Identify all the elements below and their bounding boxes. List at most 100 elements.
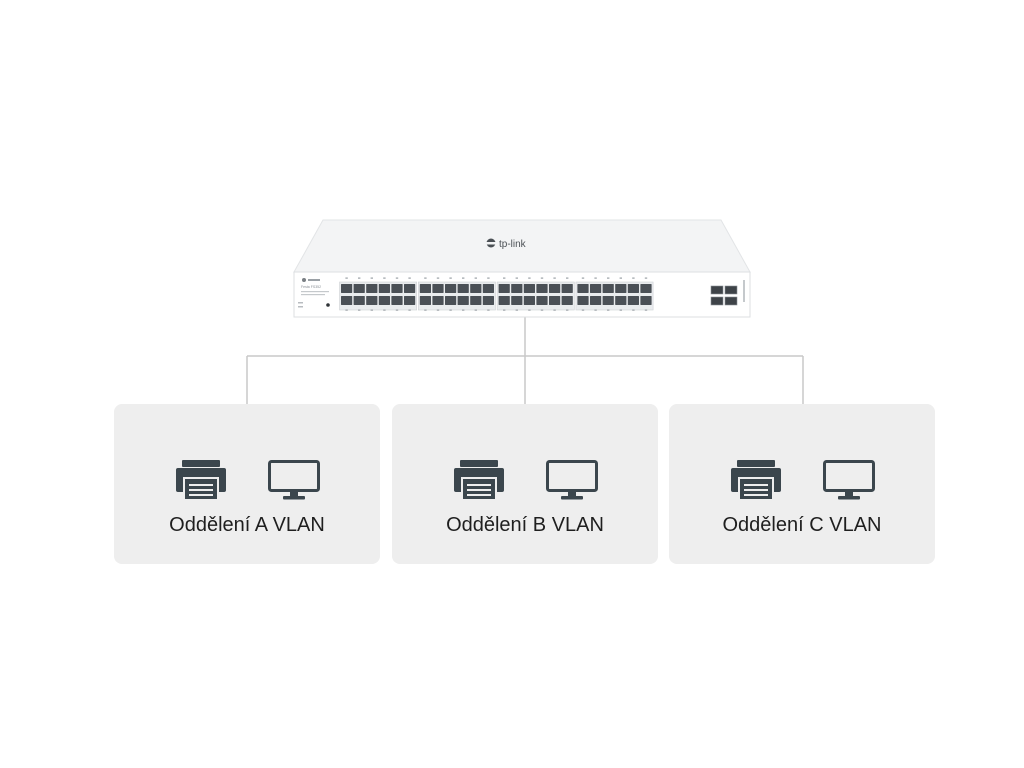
port-led [540, 309, 544, 311]
printer-icon [731, 460, 781, 500]
ethernet-port [640, 284, 652, 293]
device-row [392, 460, 658, 502]
ethernet-port [627, 284, 639, 293]
ethernet-port [498, 296, 510, 305]
printer-icon [176, 460, 226, 500]
ethernet-port [602, 284, 614, 293]
port-block [339, 281, 417, 311]
ethernet-port [482, 284, 494, 293]
ethernet-port [615, 296, 627, 305]
ethernet-port [419, 284, 431, 293]
switch-model: Festa FS352 [301, 285, 321, 289]
ethernet-port [404, 284, 416, 293]
port-led [619, 309, 622, 311]
port-led [581, 277, 585, 279]
side-label [743, 280, 745, 302]
ethernet-port [577, 296, 589, 305]
port-led [383, 277, 386, 279]
ethernet-port [432, 284, 444, 293]
ethernet-port [577, 284, 589, 293]
port-led [395, 277, 399, 279]
ethernet-port [457, 284, 469, 293]
ethernet-ports [339, 277, 654, 311]
ethernet-port [549, 284, 561, 293]
port-led [358, 309, 361, 311]
ethernet-port [615, 284, 627, 293]
ethernet-port [445, 296, 457, 305]
device-row [669, 460, 935, 502]
ethernet-port [627, 296, 639, 305]
ethernet-port [549, 296, 561, 305]
port-led [540, 277, 544, 279]
ethernet-port [523, 284, 535, 293]
ethernet-port [523, 296, 535, 305]
port-block [418, 281, 496, 311]
ethernet-port [536, 296, 548, 305]
ethernet-port [590, 284, 602, 293]
port-led [644, 277, 648, 279]
ethernet-port [432, 296, 444, 305]
ethernet-port [470, 296, 482, 305]
port-led [474, 277, 477, 279]
ethernet-port [353, 284, 365, 293]
ethernet-port [511, 296, 523, 305]
ethernet-port [445, 284, 457, 293]
ethernet-port [482, 296, 494, 305]
port-led [594, 277, 597, 279]
port-led [436, 277, 440, 279]
port-led [462, 309, 465, 311]
sfp-port [710, 285, 724, 295]
port-led [503, 277, 506, 279]
sfp-port [724, 296, 738, 306]
sfp-port [710, 296, 724, 306]
vlan-box-c: Oddělení C VLAN [669, 404, 935, 564]
ethernet-port [391, 284, 403, 293]
port-led [607, 309, 610, 311]
ethernet-port [640, 296, 652, 305]
port-led [503, 309, 506, 311]
ethernet-port [419, 296, 431, 305]
vlan-label: Oddělení A VLAN [169, 514, 325, 536]
vlan-label: Oddělení B VLAN [446, 514, 604, 536]
port-led [436, 309, 440, 311]
port-led [566, 309, 569, 311]
ethernet-port [378, 284, 390, 293]
ethernet-port [511, 284, 523, 293]
ethernet-port [561, 284, 573, 293]
monitor-icon [268, 460, 320, 500]
device-row [114, 460, 380, 502]
ethernet-port [353, 296, 365, 305]
port-led [449, 277, 452, 279]
sfp-port [724, 285, 738, 295]
port-led [632, 277, 635, 279]
ethernet-port [536, 284, 548, 293]
logo-text: tp-link [499, 239, 527, 250]
port-led [370, 277, 373, 279]
port-led [408, 309, 411, 311]
port-led [462, 277, 465, 279]
port-block [575, 281, 654, 311]
port-led [594, 309, 597, 311]
port-led [449, 309, 452, 311]
printer-icon [454, 460, 504, 500]
port-led [487, 309, 490, 311]
vlan-box-a: Oddělení A VLAN [114, 404, 380, 564]
port-led [581, 309, 585, 311]
port-led [370, 309, 373, 311]
port-led [553, 277, 556, 279]
port-block [496, 281, 575, 311]
monitor-icon [823, 460, 875, 500]
port-led [607, 277, 610, 279]
port-led [566, 277, 569, 279]
vlan-box-b: Oddělení B VLAN [392, 404, 658, 564]
ethernet-port [561, 296, 573, 305]
port-led [644, 309, 648, 311]
ethernet-port [590, 296, 602, 305]
ethernet-port [498, 284, 510, 293]
sfp-ports [710, 285, 738, 306]
ethernet-port [366, 296, 378, 305]
port-led [487, 277, 490, 279]
ethernet-port [404, 296, 416, 305]
ethernet-port [366, 284, 378, 293]
